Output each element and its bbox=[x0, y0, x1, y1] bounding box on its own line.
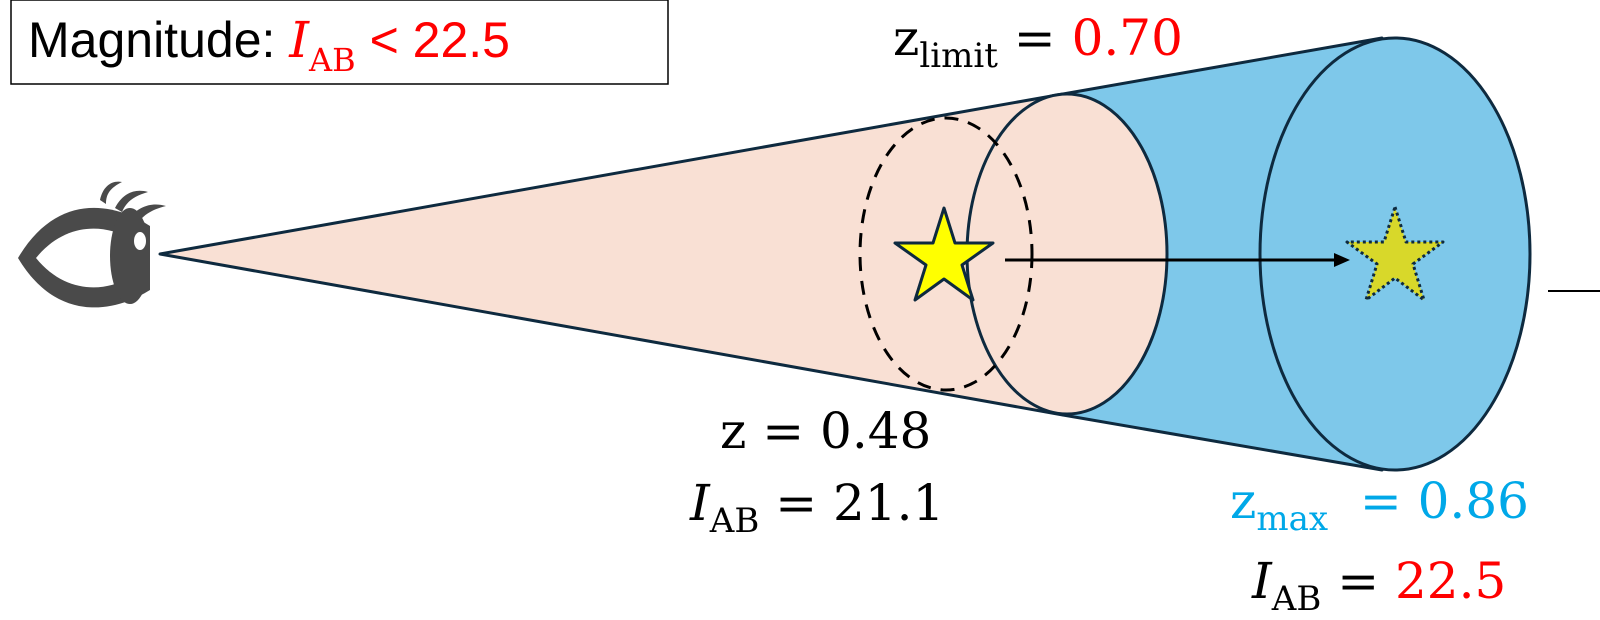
source-magnitude-label: IAB = 21.1 bbox=[689, 474, 944, 541]
limit-cross-section bbox=[967, 94, 1167, 414]
z-max-label: zmax = 0.86 bbox=[1230, 472, 1529, 539]
z-max-magnitude-label: IAB = 22.5 bbox=[1251, 552, 1506, 619]
source-redshift-label: z = 0.48 bbox=[720, 402, 931, 460]
z-limit-label: zlimit = 0.70 bbox=[893, 9, 1183, 76]
eye-icon bbox=[18, 182, 166, 308]
